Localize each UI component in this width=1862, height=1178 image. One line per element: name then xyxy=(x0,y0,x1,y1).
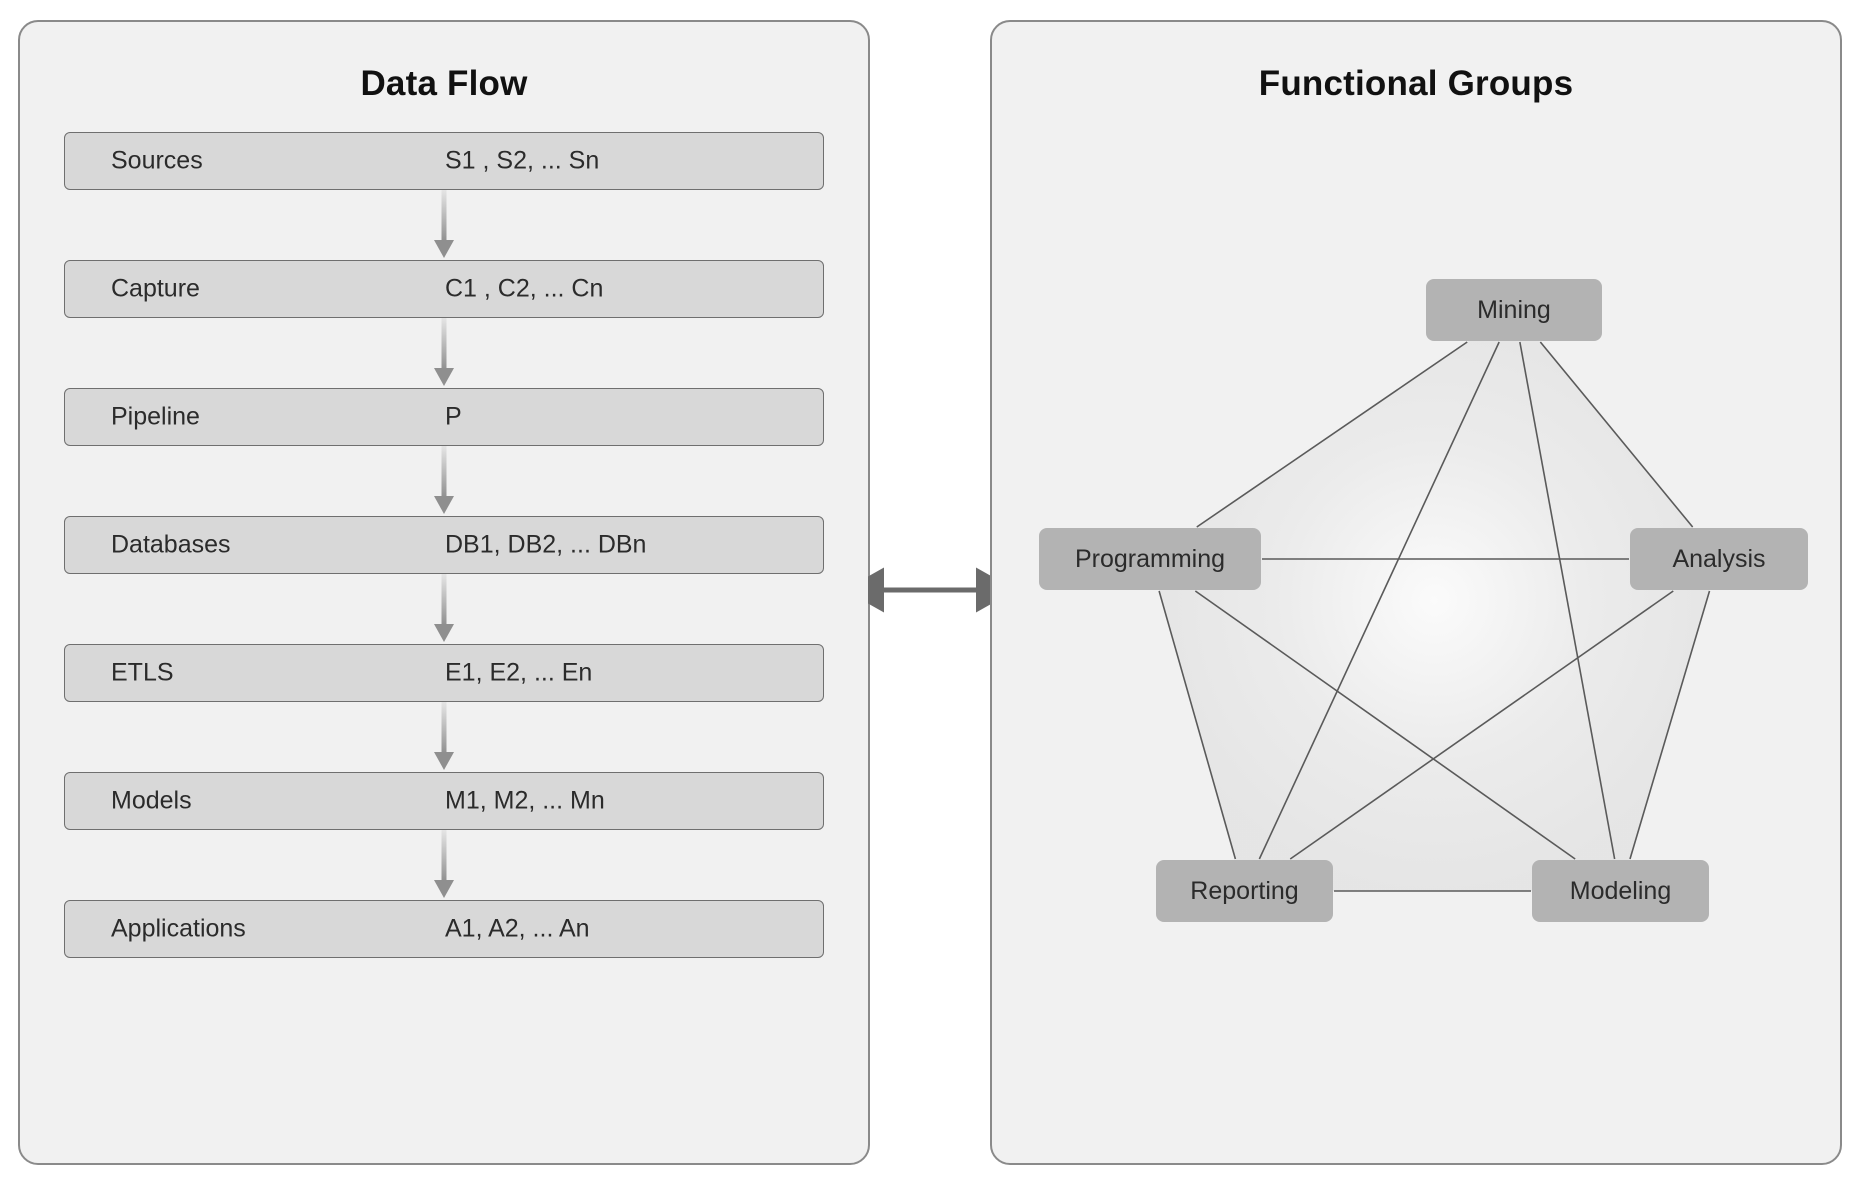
flow-row-sources[interactable]: Sources S1 , S2, ... Sn xyxy=(64,132,824,190)
group-node-modeling[interactable]: Modeling xyxy=(1532,860,1709,922)
flow-arrow-gap xyxy=(64,190,824,260)
data-flow-row-list: Sources S1 , S2, ... Sn Capture C1 , C2, ..… xyxy=(64,132,824,958)
down-arrow-icon xyxy=(434,318,454,386)
flow-row-applications[interactable]: Applications A1, A2, ... An xyxy=(64,900,824,958)
group-node-label: Modeling xyxy=(1569,876,1672,905)
flow-row-label: Sources xyxy=(111,146,203,175)
network-edge-programming-reporting xyxy=(1158,590,1237,860)
down-arrow-icon xyxy=(434,830,454,898)
down-arrow-icon xyxy=(434,574,454,642)
data-flow-title: Data Flow xyxy=(360,64,528,103)
flow-row-label: Pipeline xyxy=(111,402,200,431)
functional-groups-title: Functional Groups xyxy=(1258,64,1574,103)
network-edge-analysis-reporting xyxy=(1289,590,1674,860)
network-edges xyxy=(1150,310,1719,892)
group-node-reporting[interactable]: Reporting xyxy=(1156,860,1333,922)
down-arrow-icon xyxy=(434,190,454,258)
flow-row-value: A1, A2, ... An xyxy=(445,914,590,943)
group-node-label: Analysis xyxy=(1672,544,1766,573)
flow-arrow-gap xyxy=(64,702,824,772)
flow-row-value: C1 , C2, ... Cn xyxy=(445,274,604,303)
flow-row-label: ETLS xyxy=(111,658,174,687)
flow-row-databases[interactable]: Databases DB1, DB2, ... DBn xyxy=(64,516,824,574)
flow-row-capture[interactable]: Capture C1 , C2, ... Cn xyxy=(64,260,824,318)
network-edge-programming-modeling xyxy=(1194,590,1576,860)
network-edge-mining-modeling xyxy=(1519,341,1616,860)
flow-arrow-gap xyxy=(64,574,824,644)
flow-arrow-gap xyxy=(64,318,824,388)
flow-row-label: Applications xyxy=(111,914,246,943)
flow-row-value: S1 , S2, ... Sn xyxy=(445,146,600,175)
flow-row-value: M1, M2, ... Mn xyxy=(445,786,605,815)
flow-row-models[interactable]: Models M1, M2, ... Mn xyxy=(64,772,824,830)
flow-arrow-gap xyxy=(64,446,824,516)
flow-row-value: DB1, DB2, ... DBn xyxy=(445,530,647,559)
down-arrow-icon xyxy=(434,702,454,770)
network-edge-mining-reporting xyxy=(1258,341,1500,860)
flow-row-value: P xyxy=(445,402,462,431)
down-arrow-icon xyxy=(434,446,454,514)
flow-row-value: E1, E2, ... En xyxy=(445,658,593,687)
flow-row-label: Databases xyxy=(111,530,231,559)
flow-row-etls[interactable]: ETLS E1, E2, ... En xyxy=(64,644,824,702)
group-node-label: Programming xyxy=(1074,544,1226,573)
network-edge-mining-programming xyxy=(1196,341,1468,528)
flow-row-label: Capture xyxy=(111,274,200,303)
bidirectional-arrow-icon xyxy=(844,567,1016,613)
group-node-label: Reporting xyxy=(1190,876,1299,905)
flow-row-pipeline[interactable]: Pipeline P xyxy=(64,388,824,446)
group-node-mining[interactable]: Mining xyxy=(1426,279,1602,341)
flow-row-label: Models xyxy=(111,786,192,815)
network-edge-analysis-modeling xyxy=(1629,590,1711,860)
flow-arrow-gap xyxy=(64,830,824,900)
group-node-label: Mining xyxy=(1477,295,1551,324)
network-edge-mining-analysis xyxy=(1539,341,1694,528)
group-node-programming[interactable]: Programming xyxy=(1039,528,1261,590)
bidirectional-connector xyxy=(844,560,1016,620)
pentagon-fill xyxy=(1150,310,1719,891)
group-node-analysis[interactable]: Analysis xyxy=(1630,528,1808,590)
